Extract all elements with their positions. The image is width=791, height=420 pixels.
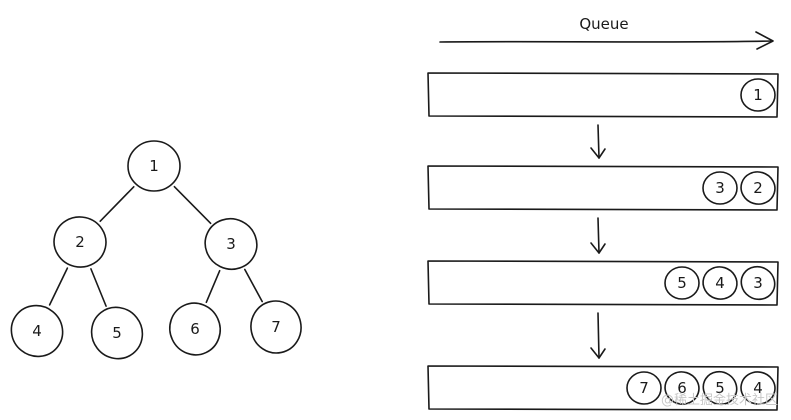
tree-node-label: 7 — [271, 318, 281, 336]
queue-item-label: 4 — [715, 274, 725, 292]
tree-node-5: 5 — [90, 306, 144, 360]
tree-node-4: 4 — [10, 304, 64, 358]
queue-row-1: 1 — [427, 72, 779, 118]
queue-box — [427, 72, 779, 118]
queue-item: 1 — [740, 78, 776, 112]
tree-edge-3-6 — [205, 269, 221, 304]
queue-row-4: 7 6 5 4 — [427, 365, 779, 411]
binary-tree: 1 2 3 4 5 6 7 — [10, 140, 302, 360]
queue-item-label: 3 — [753, 274, 763, 292]
queue-item: 5 — [702, 370, 738, 406]
queue-item: 5 — [664, 266, 700, 300]
tree-edge-2-4 — [48, 267, 69, 306]
queue-item-label: 7 — [639, 379, 649, 397]
queue-box — [427, 260, 779, 306]
down-arrow-icon — [590, 217, 606, 254]
tree-node-2: 2 — [53, 216, 107, 268]
queue-title: Queue — [579, 15, 628, 33]
tree-edge-1-2 — [99, 185, 135, 223]
queue-item: 6 — [664, 371, 700, 405]
tree-edge-3-7 — [244, 268, 263, 303]
queue-item-label: 3 — [715, 179, 725, 197]
tree-node-label: 3 — [226, 235, 236, 253]
queue-item-label: 1 — [753, 86, 763, 104]
queue-item: 7 — [626, 371, 662, 405]
watermark: @稀土掘金技术社区 — [661, 392, 778, 408]
tree-node-label: 1 — [149, 157, 159, 175]
queue-item: 4 — [740, 371, 776, 405]
down-arrow-icon — [590, 124, 606, 159]
queue-row-3: 5 4 3 — [427, 260, 779, 306]
tree-node-7: 7 — [250, 300, 302, 354]
tree-node-label: 2 — [75, 233, 85, 251]
tree-node-3: 3 — [204, 218, 258, 270]
tree-edge-1-3 — [173, 185, 212, 225]
tree-edge-2-5 — [90, 268, 107, 307]
queue-item-label: 6 — [677, 379, 687, 397]
tree-edges — [48, 185, 263, 307]
tree-node-label: 6 — [190, 320, 200, 338]
queue-item-label: 4 — [753, 379, 763, 397]
queue-item: 3 — [702, 171, 738, 205]
queue-step-arrows — [590, 124, 606, 359]
queue-item: 3 — [740, 265, 776, 301]
tree-node-6: 6 — [169, 302, 221, 356]
queue-box — [427, 365, 779, 411]
queue-item-label: 5 — [715, 379, 725, 397]
queue-item: 4 — [702, 266, 738, 300]
tree-node-label: 5 — [112, 324, 122, 342]
tree-nodes: 1 2 3 4 5 6 7 — [10, 140, 302, 360]
queue-item: 2 — [740, 171, 776, 205]
queue-direction-arrow — [439, 31, 774, 50]
queue-item-label: 2 — [753, 179, 763, 197]
queue-item-label: 5 — [677, 274, 687, 292]
queue-box — [427, 165, 779, 211]
down-arrow-icon — [590, 312, 606, 359]
tree-node-label: 4 — [32, 322, 42, 340]
tree-node-1: 1 — [127, 140, 181, 192]
